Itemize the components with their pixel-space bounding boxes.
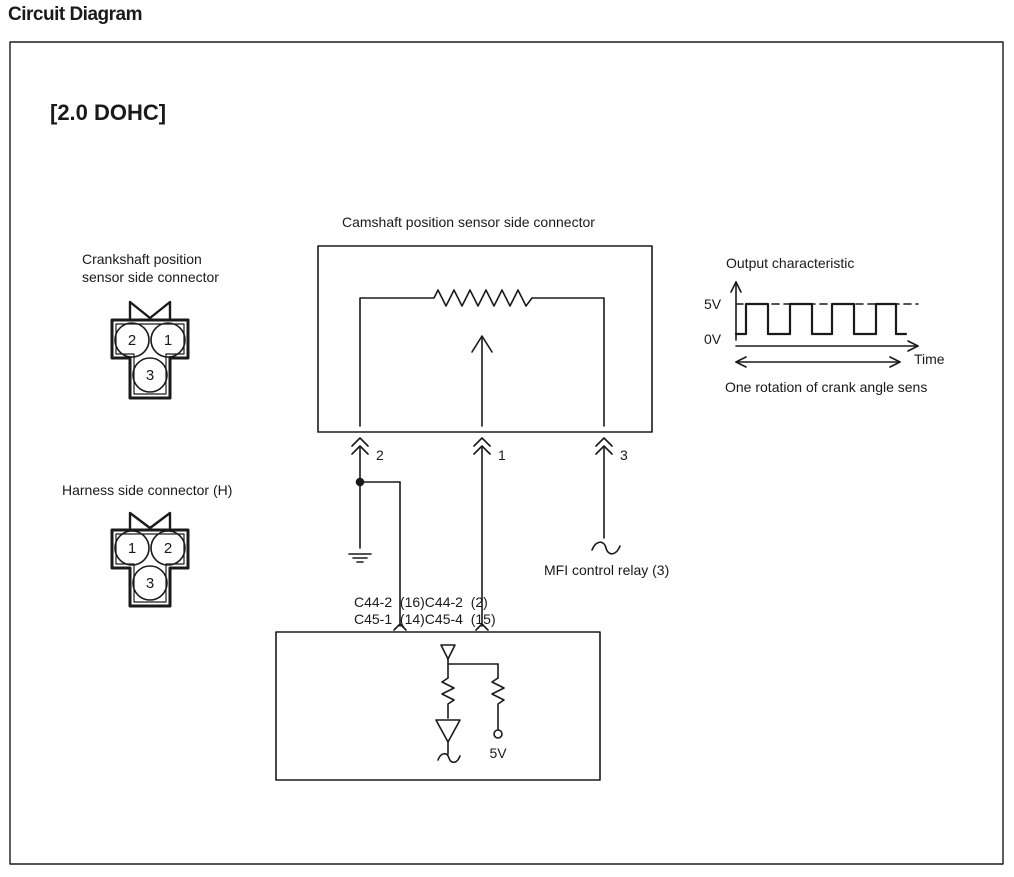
page-title: Circuit Diagram xyxy=(8,4,142,25)
crank-pin-label: 3 xyxy=(146,367,154,384)
waveform-high-label: 5V xyxy=(704,296,722,312)
harness-pin-label: 3 xyxy=(146,575,154,592)
crank-connector-shape xyxy=(110,300,190,400)
section-title: [2.0 DOHC] xyxy=(50,100,166,125)
mfi-relay-label: MFI control relay (3) xyxy=(544,562,669,578)
camshaft-sensor-box xyxy=(317,245,653,433)
harness-pin-label: 1 xyxy=(128,540,136,557)
harness-connector-label: Harness side connector (H) xyxy=(62,482,232,498)
camshaft-connector-label: Camshaft position sensor side connector xyxy=(342,214,595,230)
crank-pin-label: 2 xyxy=(128,332,136,349)
waveform-low-label: 0V xyxy=(704,331,722,347)
harness-connector-shape xyxy=(110,511,190,608)
cam-pin-label: 1 xyxy=(498,447,506,463)
ecm-box xyxy=(275,631,601,781)
connector-chevron-icon xyxy=(351,437,613,455)
cam-pin-label: 3 xyxy=(620,447,628,463)
ground-icon xyxy=(348,553,372,563)
crank-pin-label: 1 xyxy=(164,332,172,349)
crank-connector-label-line2: sensor side connector xyxy=(82,269,219,285)
crank-connector-label-line1: Crankshaft position xyxy=(82,251,202,267)
output-waveform xyxy=(730,281,919,368)
ecm-terminals-row2: C45-1 (14)C45-4 (15) xyxy=(354,611,496,627)
ecm-5v-label: 5V xyxy=(489,745,507,761)
junction-dot xyxy=(355,477,365,487)
harness-pin-label: 2 xyxy=(164,540,172,557)
cam-pin-label: 2 xyxy=(376,447,384,463)
output-characteristic-title: Output characteristic xyxy=(726,255,854,271)
waveform-time-label: Time xyxy=(914,351,945,367)
outer-frame xyxy=(9,41,1004,865)
ecm-terminals-row1: C44-2 (16)C44-2 (2) xyxy=(354,594,488,610)
mfi-relay-tilde-icon xyxy=(591,541,621,555)
ecm-input-circuit xyxy=(435,644,505,764)
potentiometer-arrow-icon xyxy=(471,335,493,427)
resistor-icon xyxy=(359,289,605,427)
waveform-caption: One rotation of crank angle sens xyxy=(725,379,927,395)
